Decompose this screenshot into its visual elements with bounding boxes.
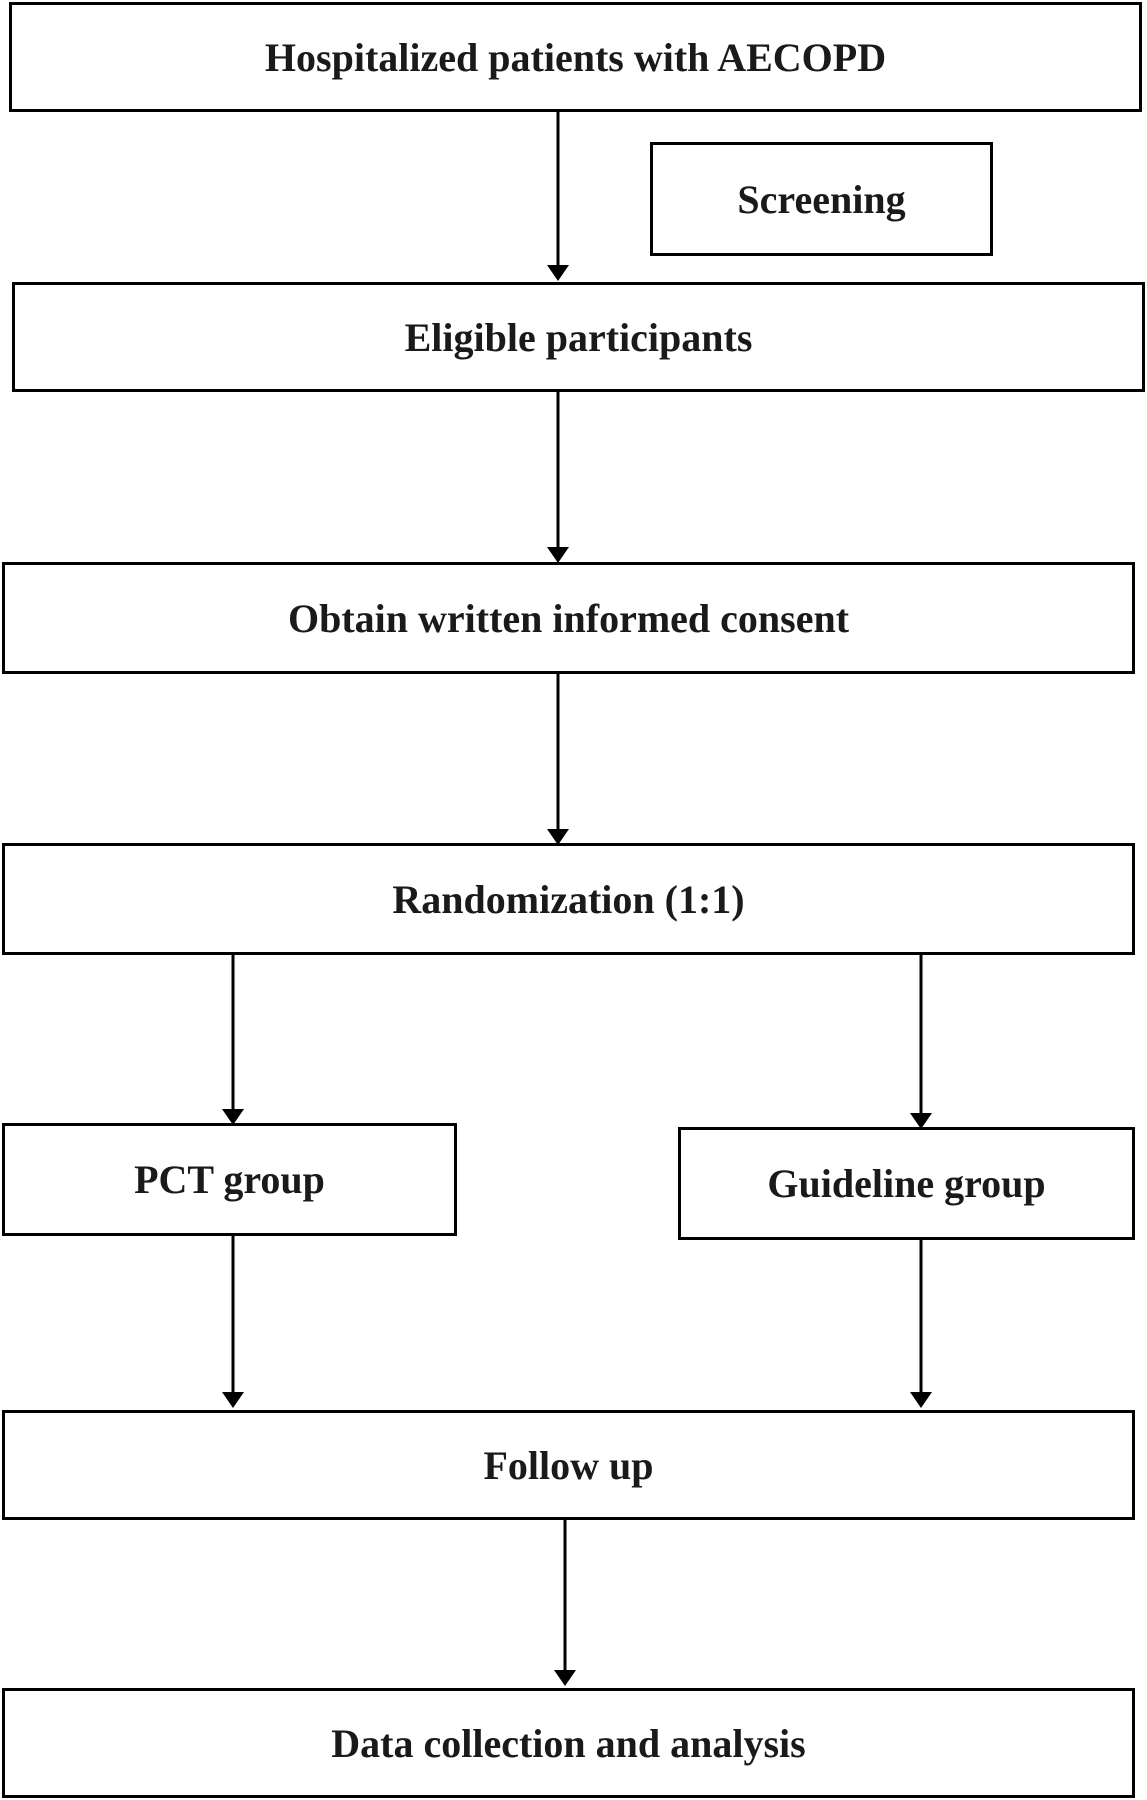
arrowhead-randomization [547, 829, 569, 845]
hospitalized-patients-box: Hospitalized patients with AECOPD [9, 2, 1142, 112]
arrowhead-followup-left [222, 1392, 244, 1408]
arrowhead-consent [547, 547, 569, 563]
data-collection-label: Data collection and analysis [331, 1720, 806, 1766]
eligible-participants-box: Eligible participants [12, 282, 1145, 392]
arrowhead-pct [222, 1109, 244, 1125]
hospitalized-patients-label: Hospitalized patients with AECOPD [264, 34, 887, 80]
arrowhead-followup-right [910, 1392, 932, 1408]
pct-group-label: PCT group [134, 1157, 325, 1202]
arrowhead-data [554, 1670, 576, 1686]
follow-up-box: Follow up [2, 1410, 1135, 1520]
follow-up-label: Follow up [483, 1442, 654, 1488]
arrowhead-eligible [547, 265, 569, 281]
informed-consent-label: Obtain written informed consent [287, 595, 850, 641]
data-collection-box: Data collection and analysis [2, 1688, 1135, 1798]
screening-box: Screening [650, 142, 993, 256]
randomization-box: Randomization (1:1) [2, 843, 1135, 955]
informed-consent-box: Obtain written informed consent [2, 562, 1135, 674]
guideline-group-box: Guideline group [678, 1127, 1135, 1240]
eligible-participants-label: Eligible participants [404, 314, 753, 360]
randomization-label: Randomization (1:1) [392, 876, 745, 922]
pct-group-box: PCT group [2, 1123, 457, 1236]
arrowhead-guideline [910, 1113, 932, 1129]
guideline-group-label: Guideline group [767, 1161, 1046, 1206]
screening-label: Screening [737, 176, 906, 222]
